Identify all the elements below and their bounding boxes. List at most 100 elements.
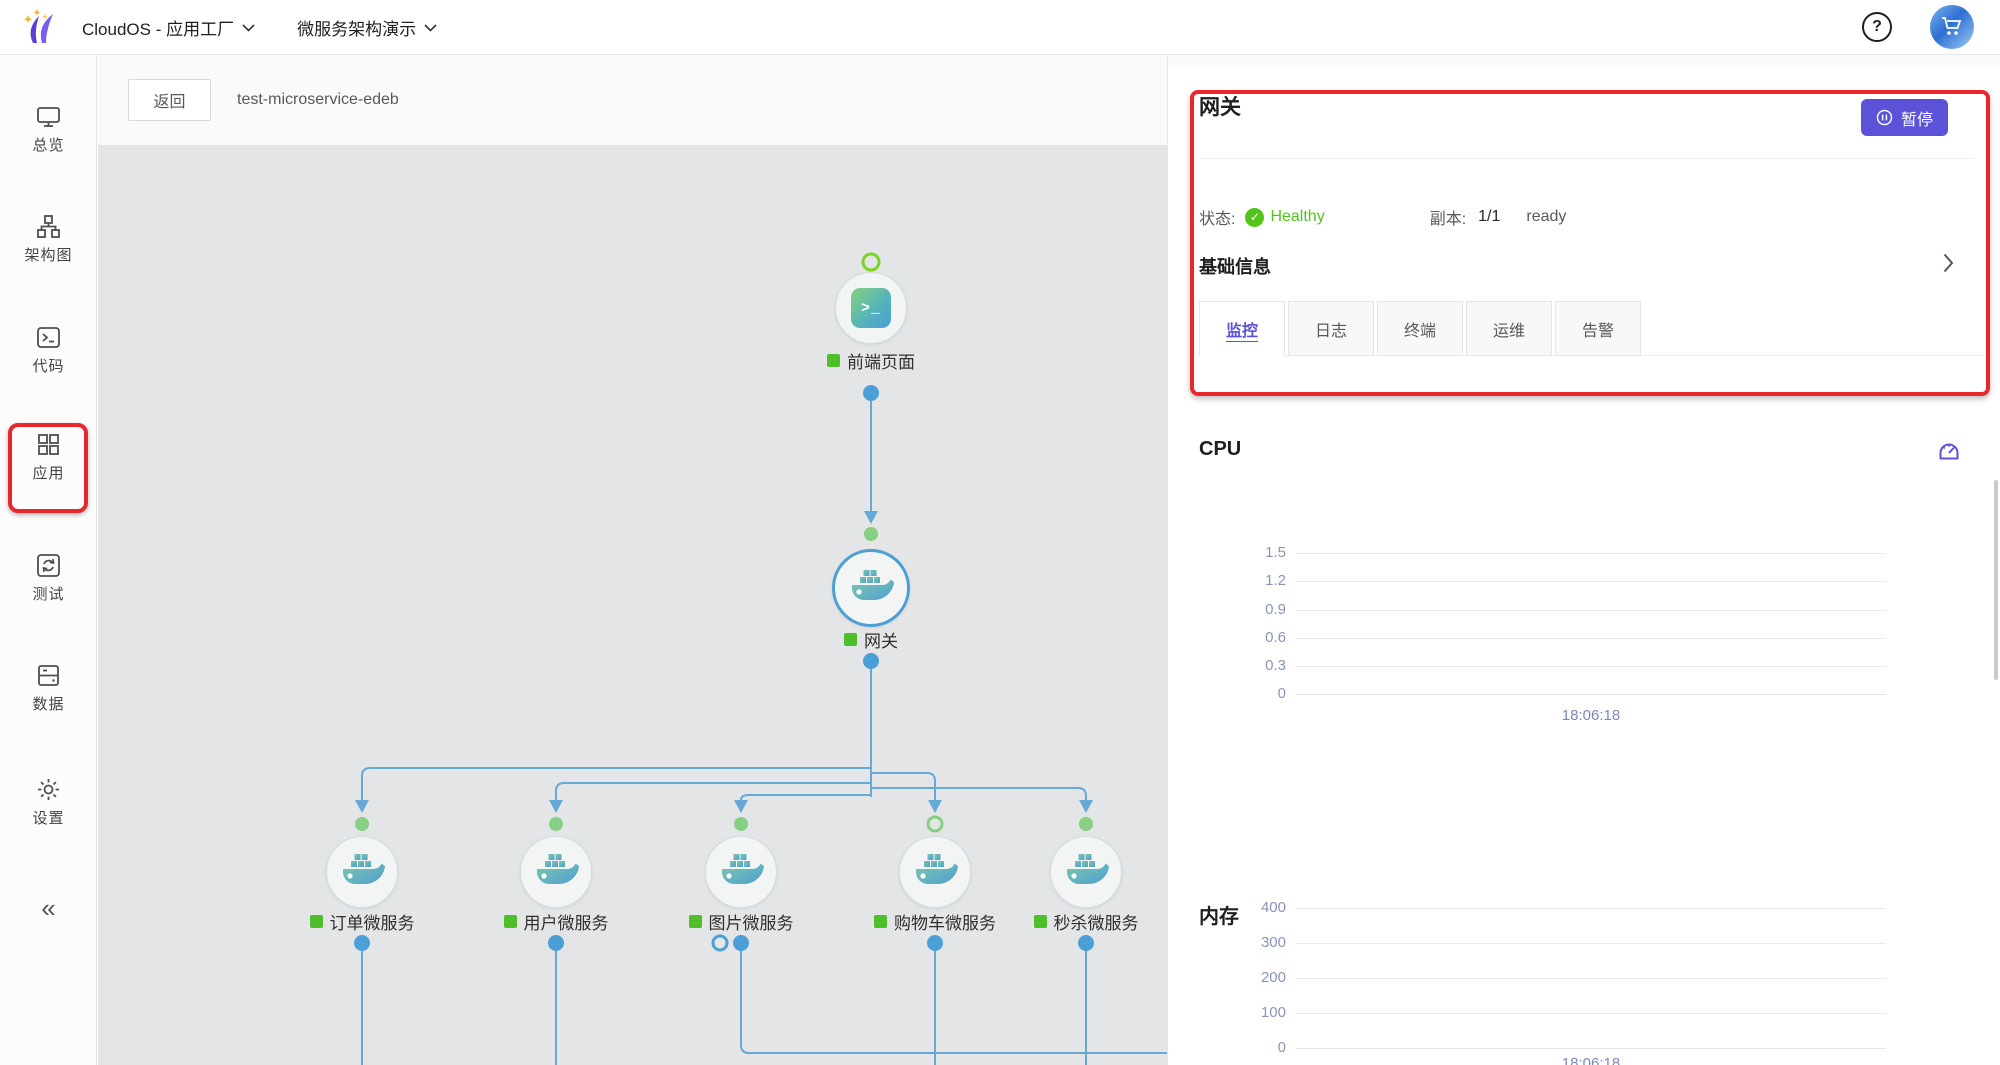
sidebar-label: 代码: [32, 358, 65, 375]
sidebar-item-apps[interactable]: 应用: [0, 431, 97, 483]
sidebar-label: 架构图: [24, 247, 73, 264]
docker-whale-icon: [1067, 854, 1109, 884]
back-button[interactable]: 返回: [128, 79, 211, 121]
replicas-label: 副本:: [1429, 211, 1467, 228]
gear-icon: [38, 779, 59, 800]
docker-whale-icon: [852, 570, 894, 600]
detail-panel: 网关 暂停 状态: ✓ Healthy 副本: 1/1 ready 基础信息: [1167, 55, 2000, 1065]
node-label-text: 图片微服务: [708, 914, 794, 933]
node-label-cart: 购物车微服务: [825, 909, 1045, 934]
gridline: [1296, 694, 1886, 695]
sidebar-collapse-button[interactable]: «: [0, 893, 97, 924]
docker-whale-icon: [916, 854, 958, 884]
replicas-value: 1/1: [1478, 208, 1501, 225]
user-avatar[interactable]: [1930, 5, 1974, 49]
tab-monitoring[interactable]: 监控: [1199, 301, 1285, 356]
memory-chart-title: 内存: [1199, 906, 1239, 928]
project-dropdown[interactable]: 微服务架构演示: [297, 15, 437, 40]
status-square-green: [688, 915, 702, 928]
database-icon: [38, 665, 59, 686]
sidebar-item-overview[interactable]: 总览: [0, 103, 97, 155]
topology-canvas[interactable]: >_ 前端页面 网关: [98, 145, 1167, 1065]
sidebar-item-code[interactable]: 代码: [0, 324, 97, 376]
application-name: test-microservice-edeb: [237, 91, 399, 108]
cpu-ytick: 1.2: [1265, 572, 1286, 589]
docker-whale-icon: [722, 854, 764, 884]
chevron-down-icon: [242, 24, 255, 32]
memory-ytick: 300: [1260, 934, 1286, 951]
check-glyph: ✓: [1249, 210, 1260, 224]
node-cart-service[interactable]: [899, 836, 971, 908]
sidebar-label: 应用: [32, 465, 65, 482]
node-gateway[interactable]: [832, 549, 910, 627]
gridline: [1296, 610, 1886, 611]
replicas-state: ready: [1526, 208, 1567, 225]
panel-top-strip: [1168, 55, 2000, 67]
cpu-chart-title: CPU: [1199, 438, 1242, 460]
gridline: [1296, 1048, 1886, 1049]
node-user-service[interactable]: [520, 836, 592, 908]
status-square-green: [844, 633, 857, 646]
gridline: [1296, 666, 1886, 667]
tab-terminal[interactable]: 终端: [1377, 301, 1463, 356]
tab-ops[interactable]: 运维: [1466, 301, 1552, 356]
divider: [1199, 158, 1975, 159]
gridline: [1296, 638, 1886, 639]
tab-alerts[interactable]: 告警: [1555, 301, 1641, 356]
node-label-seckill: 秒杀微服务: [976, 909, 1167, 934]
node-label-gateway: 网关: [761, 627, 981, 652]
node-image-service[interactable]: [705, 836, 777, 908]
sidebar-label: 设置: [32, 810, 65, 827]
panel-tabs: 监控 日志 终端 运维 告警: [1199, 301, 1641, 356]
terminal-glyph: >_: [860, 299, 881, 317]
cpu-ytick: 0: [1277, 685, 1286, 702]
architecture-icon: [37, 215, 60, 238]
sidebar-label: 测试: [32, 586, 65, 603]
gridline: [1296, 978, 1886, 979]
memory-ytick: 200: [1260, 969, 1286, 986]
status-row: 状态: ✓ Healthy 副本: 1/1 ready: [1199, 205, 1566, 229]
node-label-text: 网关: [864, 632, 898, 651]
cart-icon: [1942, 17, 1962, 35]
basic-info-header[interactable]: 基础信息: [1199, 257, 1271, 277]
help-glyph: ?: [1872, 18, 1882, 35]
sidebar-item-data[interactable]: 数据: [0, 662, 97, 714]
status-square-green: [503, 915, 517, 928]
node-label-frontend: 前端页面: [761, 348, 981, 373]
main-canvas-column: 返回 test-microservice-edeb: [98, 55, 1167, 1065]
chevron-right-icon[interactable]: [1943, 253, 1954, 273]
chevron-down-icon: [424, 24, 437, 32]
sidebar-item-architecture[interactable]: 架构图: [0, 213, 97, 265]
cpu-ytick: 0.9: [1265, 601, 1286, 618]
memory-ytick: 0: [1277, 1039, 1286, 1056]
panel-scrollbar[interactable]: [1994, 480, 1998, 680]
node-frontend-page[interactable]: >_: [835, 272, 907, 344]
node-order-service[interactable]: [326, 836, 398, 908]
node-label-order: 订单微服务: [252, 909, 472, 934]
sidebar-item-settings[interactable]: 设置: [0, 776, 97, 828]
memory-xtick: 18:06:18: [1561, 1055, 1621, 1065]
left-sidebar: 总览 架构图 代码: [0, 55, 97, 1065]
cpu-ytick: 0.3: [1265, 657, 1286, 674]
workspace-dropdown-label: CloudOS - 应用工厂: [82, 19, 235, 39]
pause-button[interactable]: 暂停: [1860, 99, 1948, 136]
help-icon[interactable]: ?: [1862, 12, 1892, 42]
gauge-icon[interactable]: [1936, 437, 1962, 463]
tab-logs[interactable]: 日志: [1288, 301, 1374, 356]
cpu-ytick: 0.6: [1265, 629, 1286, 646]
status-square-green: [1033, 915, 1047, 928]
workspace-dropdown[interactable]: CloudOS - 应用工厂: [82, 15, 255, 40]
collapse-icon: «: [41, 893, 56, 923]
sidebar-label: 总览: [32, 137, 65, 154]
cpu-xtick: 18:06:18: [1561, 707, 1621, 724]
docker-whale-icon: [537, 854, 579, 884]
node-seckill-service[interactable]: [1050, 836, 1122, 908]
sidebar-item-test[interactable]: 测试: [0, 552, 97, 604]
apps-grid-icon: [38, 434, 59, 455]
terminal-icon: [37, 327, 60, 348]
top-header: CloudOS - 应用工厂 微服务架构演示 ?: [0, 0, 2000, 55]
gridline: [1296, 581, 1886, 582]
cpu-ytick: 1.5: [1265, 544, 1286, 561]
docker-whale-icon: [343, 854, 385, 884]
